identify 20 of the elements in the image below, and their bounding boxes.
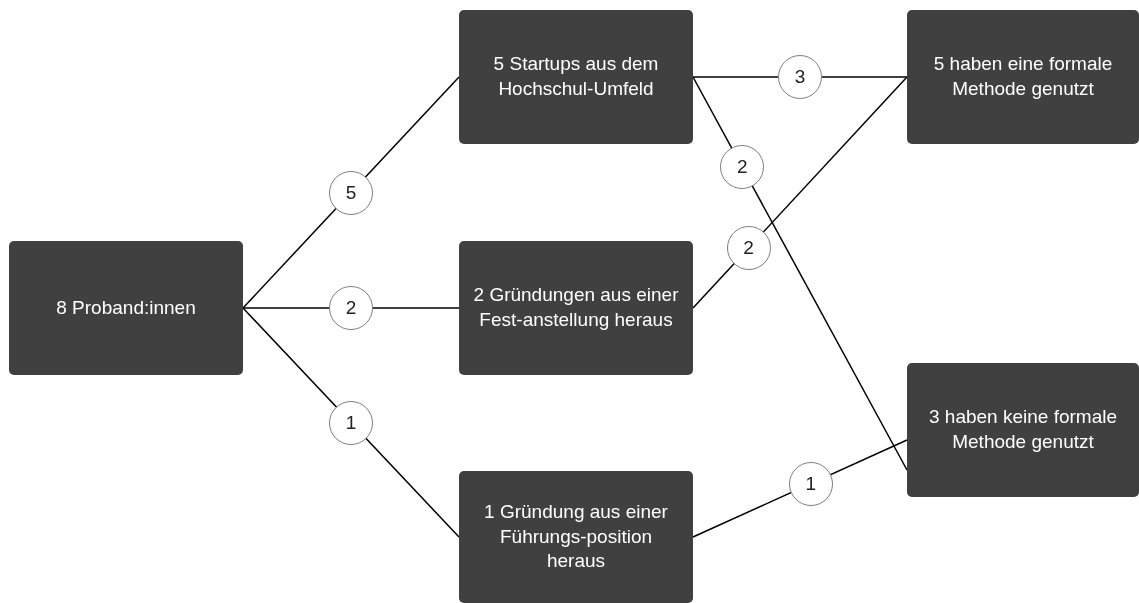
- edge-label: 2: [329, 286, 373, 330]
- box-label: 3 haben keine formale Methode genutzt: [928, 405, 1118, 454]
- connector-line: [692, 76, 908, 471]
- edge-label: 3: [778, 55, 822, 99]
- box-label: 5 Startups aus dem Hochschul-Umfeld: [492, 52, 660, 101]
- process-box: [907, 363, 1139, 497]
- edge-label: 2: [726, 225, 771, 270]
- process-box: [9, 241, 243, 375]
- process-box: [459, 10, 693, 144]
- process-box: [907, 10, 1139, 144]
- process-box: [459, 241, 693, 375]
- edge-label: 2: [720, 145, 765, 190]
- box-label: 1 Gründung aus einer Führungs-position heraus: [483, 499, 669, 574]
- edge-label: 1: [788, 461, 833, 506]
- process-box: [459, 471, 693, 603]
- edge-label: 5: [329, 170, 373, 215]
- box-label: 8 Proband:innen: [56, 295, 196, 320]
- box-label: 2 Gründungen aus einer Fest-anstellung heraus: [473, 283, 679, 332]
- edge-label: 1: [329, 400, 373, 445]
- box-label: 5 haben eine formale Methode genutzt: [932, 52, 1114, 101]
